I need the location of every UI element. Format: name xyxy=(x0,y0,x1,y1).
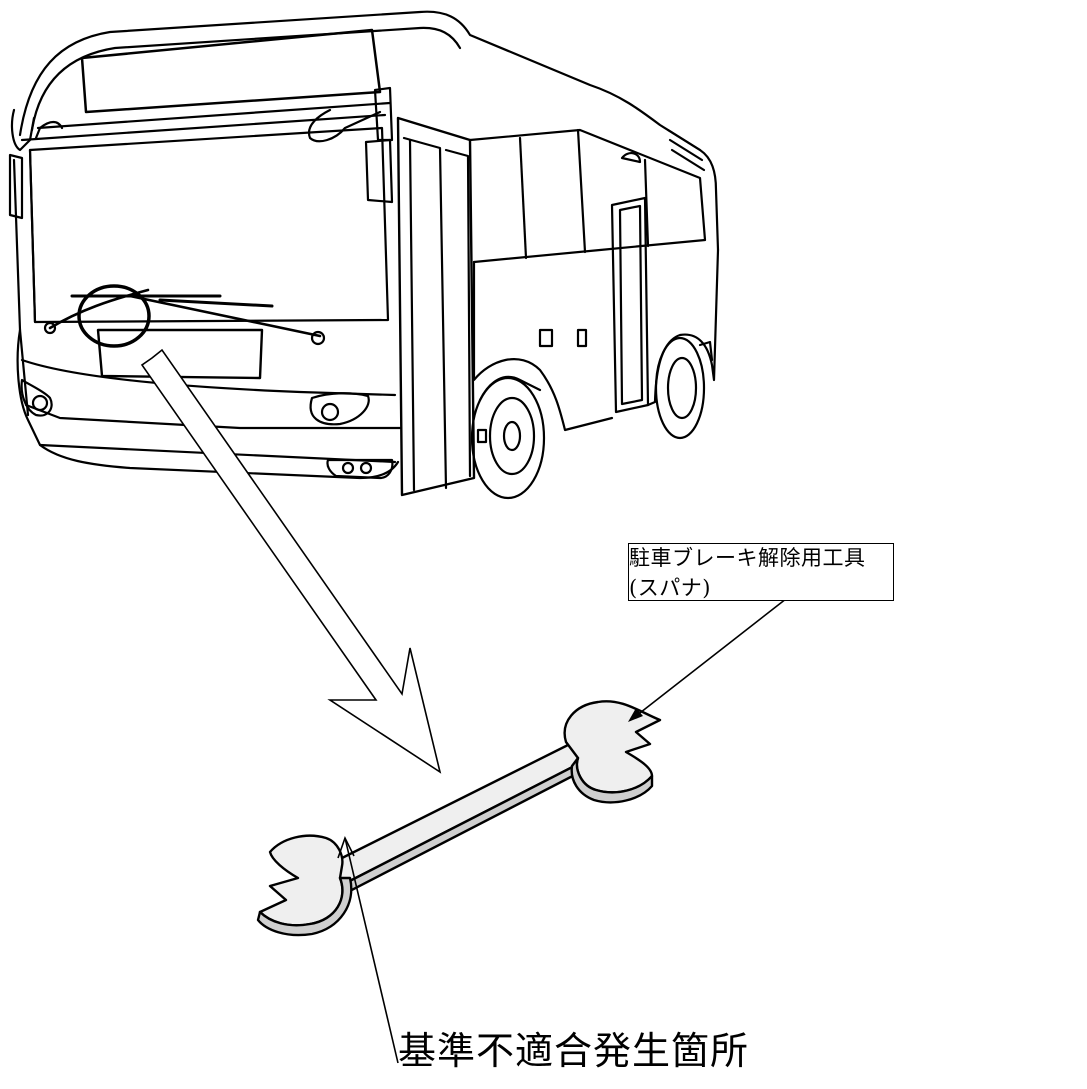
defect-leader-line xyxy=(344,837,399,1064)
defect-leader-arrowhead xyxy=(337,835,355,859)
defect-location-text: 基準不適合発生箇所 xyxy=(398,1029,750,1073)
wrench-icon xyxy=(256,700,662,937)
tool-callout-text: 駐車ブレーキ解除用工具(スパナ) xyxy=(629,546,866,600)
location-circle xyxy=(77,284,151,348)
defect-location-caption: 基準不適合発生箇所 xyxy=(398,1020,749,1075)
bus-illustration xyxy=(8,10,720,500)
tool-leader-line xyxy=(635,587,801,717)
tool-callout-label: 駐車ブレーキ解除用工具(スパナ) xyxy=(628,543,894,601)
tool-leader-arrowhead xyxy=(628,708,643,722)
zoom-arrow xyxy=(140,348,442,774)
